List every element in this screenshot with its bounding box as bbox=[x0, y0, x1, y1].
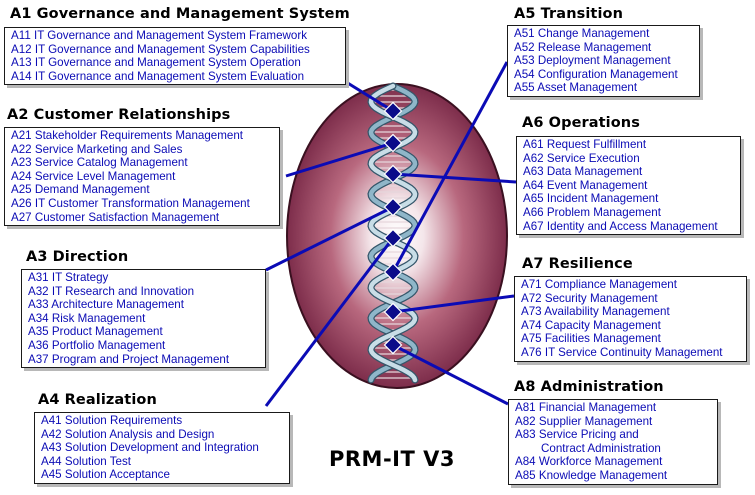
process-item: A83 Service Pricing and bbox=[515, 428, 639, 442]
helix-node-marker bbox=[383, 101, 403, 121]
process-item: A73 Availability Management bbox=[521, 305, 670, 319]
helix-node-marker bbox=[383, 133, 403, 153]
connector-line bbox=[285, 141, 394, 178]
process-item: A43 Solution Development and Integration bbox=[41, 441, 259, 455]
process-item: A62 Service Execution bbox=[523, 151, 640, 165]
process-item: A67 Identity and Access Management bbox=[523, 219, 718, 233]
process-item: A71 Compliance Management bbox=[521, 278, 677, 291]
process-item: A36 Portfolio Management bbox=[28, 338, 166, 352]
process-item: A12 IT Governance and Management System … bbox=[11, 42, 310, 56]
process-item: A23 Service Catalog Management bbox=[11, 156, 188, 170]
helix-node-marker bbox=[383, 335, 403, 355]
diagram-title: PRM-IT V3 bbox=[329, 447, 455, 471]
connector-line bbox=[392, 294, 515, 314]
process-item: A26 IT Customer Transformation Managemen… bbox=[11, 196, 250, 210]
helix-node-marker bbox=[383, 164, 403, 184]
group-title-a3: A3 Direction bbox=[26, 249, 129, 265]
helix-strand bbox=[368, 83, 418, 383]
helix-strand bbox=[368, 83, 418, 383]
connector-line bbox=[345, 80, 394, 113]
process-item: A13 IT Governance and Management System … bbox=[11, 56, 301, 70]
group-box-a1: A11 IT Governance and Management System … bbox=[4, 27, 346, 86]
process-item: A11 IT Governance and Management System … bbox=[11, 29, 307, 42]
process-item: A14 IT Governance and Management System … bbox=[11, 69, 305, 83]
helix-node-marker bbox=[383, 228, 403, 248]
helix-node-marker bbox=[383, 262, 403, 282]
process-item: A35 Product Management bbox=[28, 325, 163, 339]
helix-node-marker bbox=[383, 197, 403, 217]
process-item: A76 IT Service Continuity Management bbox=[521, 345, 723, 359]
connector-line bbox=[391, 61, 509, 273]
process-item: A34 Risk Management bbox=[28, 311, 146, 325]
process-item: A21 Stakeholder Requirements Management bbox=[11, 129, 244, 142]
process-item: A22 Service Marketing and Sales bbox=[11, 142, 183, 156]
process-item: A25 Demand Management bbox=[11, 183, 150, 197]
process-item: A74 Capacity Management bbox=[521, 318, 661, 332]
process-item: A75 Facilities Management bbox=[521, 332, 661, 346]
process-item: A84 Workforce Management bbox=[515, 455, 663, 469]
process-item: A55 Asset Management bbox=[514, 81, 638, 95]
process-item: A63 Data Management bbox=[523, 165, 643, 179]
process-item: A37 Program and Project Management bbox=[28, 352, 230, 366]
group-title-a4: A4 Realization bbox=[38, 392, 157, 408]
process-item: A24 Service Level Management bbox=[11, 169, 176, 183]
group-title-a7: A7 Resilience bbox=[522, 256, 633, 272]
process-item: A85 Knowledge Management bbox=[515, 468, 668, 482]
connector-lines bbox=[264, 61, 517, 407]
process-item: A82 Supplier Management bbox=[515, 414, 653, 428]
helix-node-marker bbox=[383, 302, 403, 322]
process-item: A44 Solution Test bbox=[41, 454, 132, 468]
process-item: A31 IT Strategy bbox=[28, 271, 109, 284]
helix-nodes bbox=[383, 101, 403, 355]
group-title-a6: A6 Operations bbox=[522, 115, 640, 131]
group-title-a1: A1 Governance and Management System bbox=[10, 6, 350, 22]
process-item: A81 Financial Management bbox=[515, 401, 657, 414]
process-item: A41 Solution Requirements bbox=[41, 414, 183, 427]
group-title-a8: A8 Administration bbox=[514, 379, 664, 395]
process-item: A65 Incident Management bbox=[523, 192, 659, 206]
process-item: A27 Customer Satisfaction Management bbox=[11, 210, 220, 224]
group-title-a5: A5 Transition bbox=[514, 6, 624, 22]
process-item: A42 Solution Analysis and Design bbox=[41, 427, 215, 441]
process-item: A53 Deployment Management bbox=[514, 54, 671, 68]
process-item: A64 Event Management bbox=[523, 178, 648, 192]
process-item: A51 Change Management bbox=[514, 27, 650, 40]
connector-line bbox=[264, 237, 395, 407]
process-item: A66 Problem Management bbox=[523, 205, 661, 219]
process-item: A33 Architecture Management bbox=[28, 298, 184, 312]
process-item: A54 Configuration Management bbox=[514, 67, 678, 81]
connector-line bbox=[392, 172, 517, 184]
connector-line bbox=[392, 343, 509, 406]
process-item: Contract Administration bbox=[541, 441, 661, 455]
process-item: A61 Request Fulfillment bbox=[523, 138, 647, 151]
process-item: A72 Security Management bbox=[521, 291, 658, 305]
process-item: A32 IT Research and Innovation bbox=[28, 284, 195, 298]
process-item: A45 Solution Acceptance bbox=[41, 468, 170, 482]
process-item: A52 Release Management bbox=[514, 40, 652, 54]
group-title-a2: A2 Customer Relationships bbox=[7, 107, 231, 123]
connector-line bbox=[265, 205, 394, 272]
